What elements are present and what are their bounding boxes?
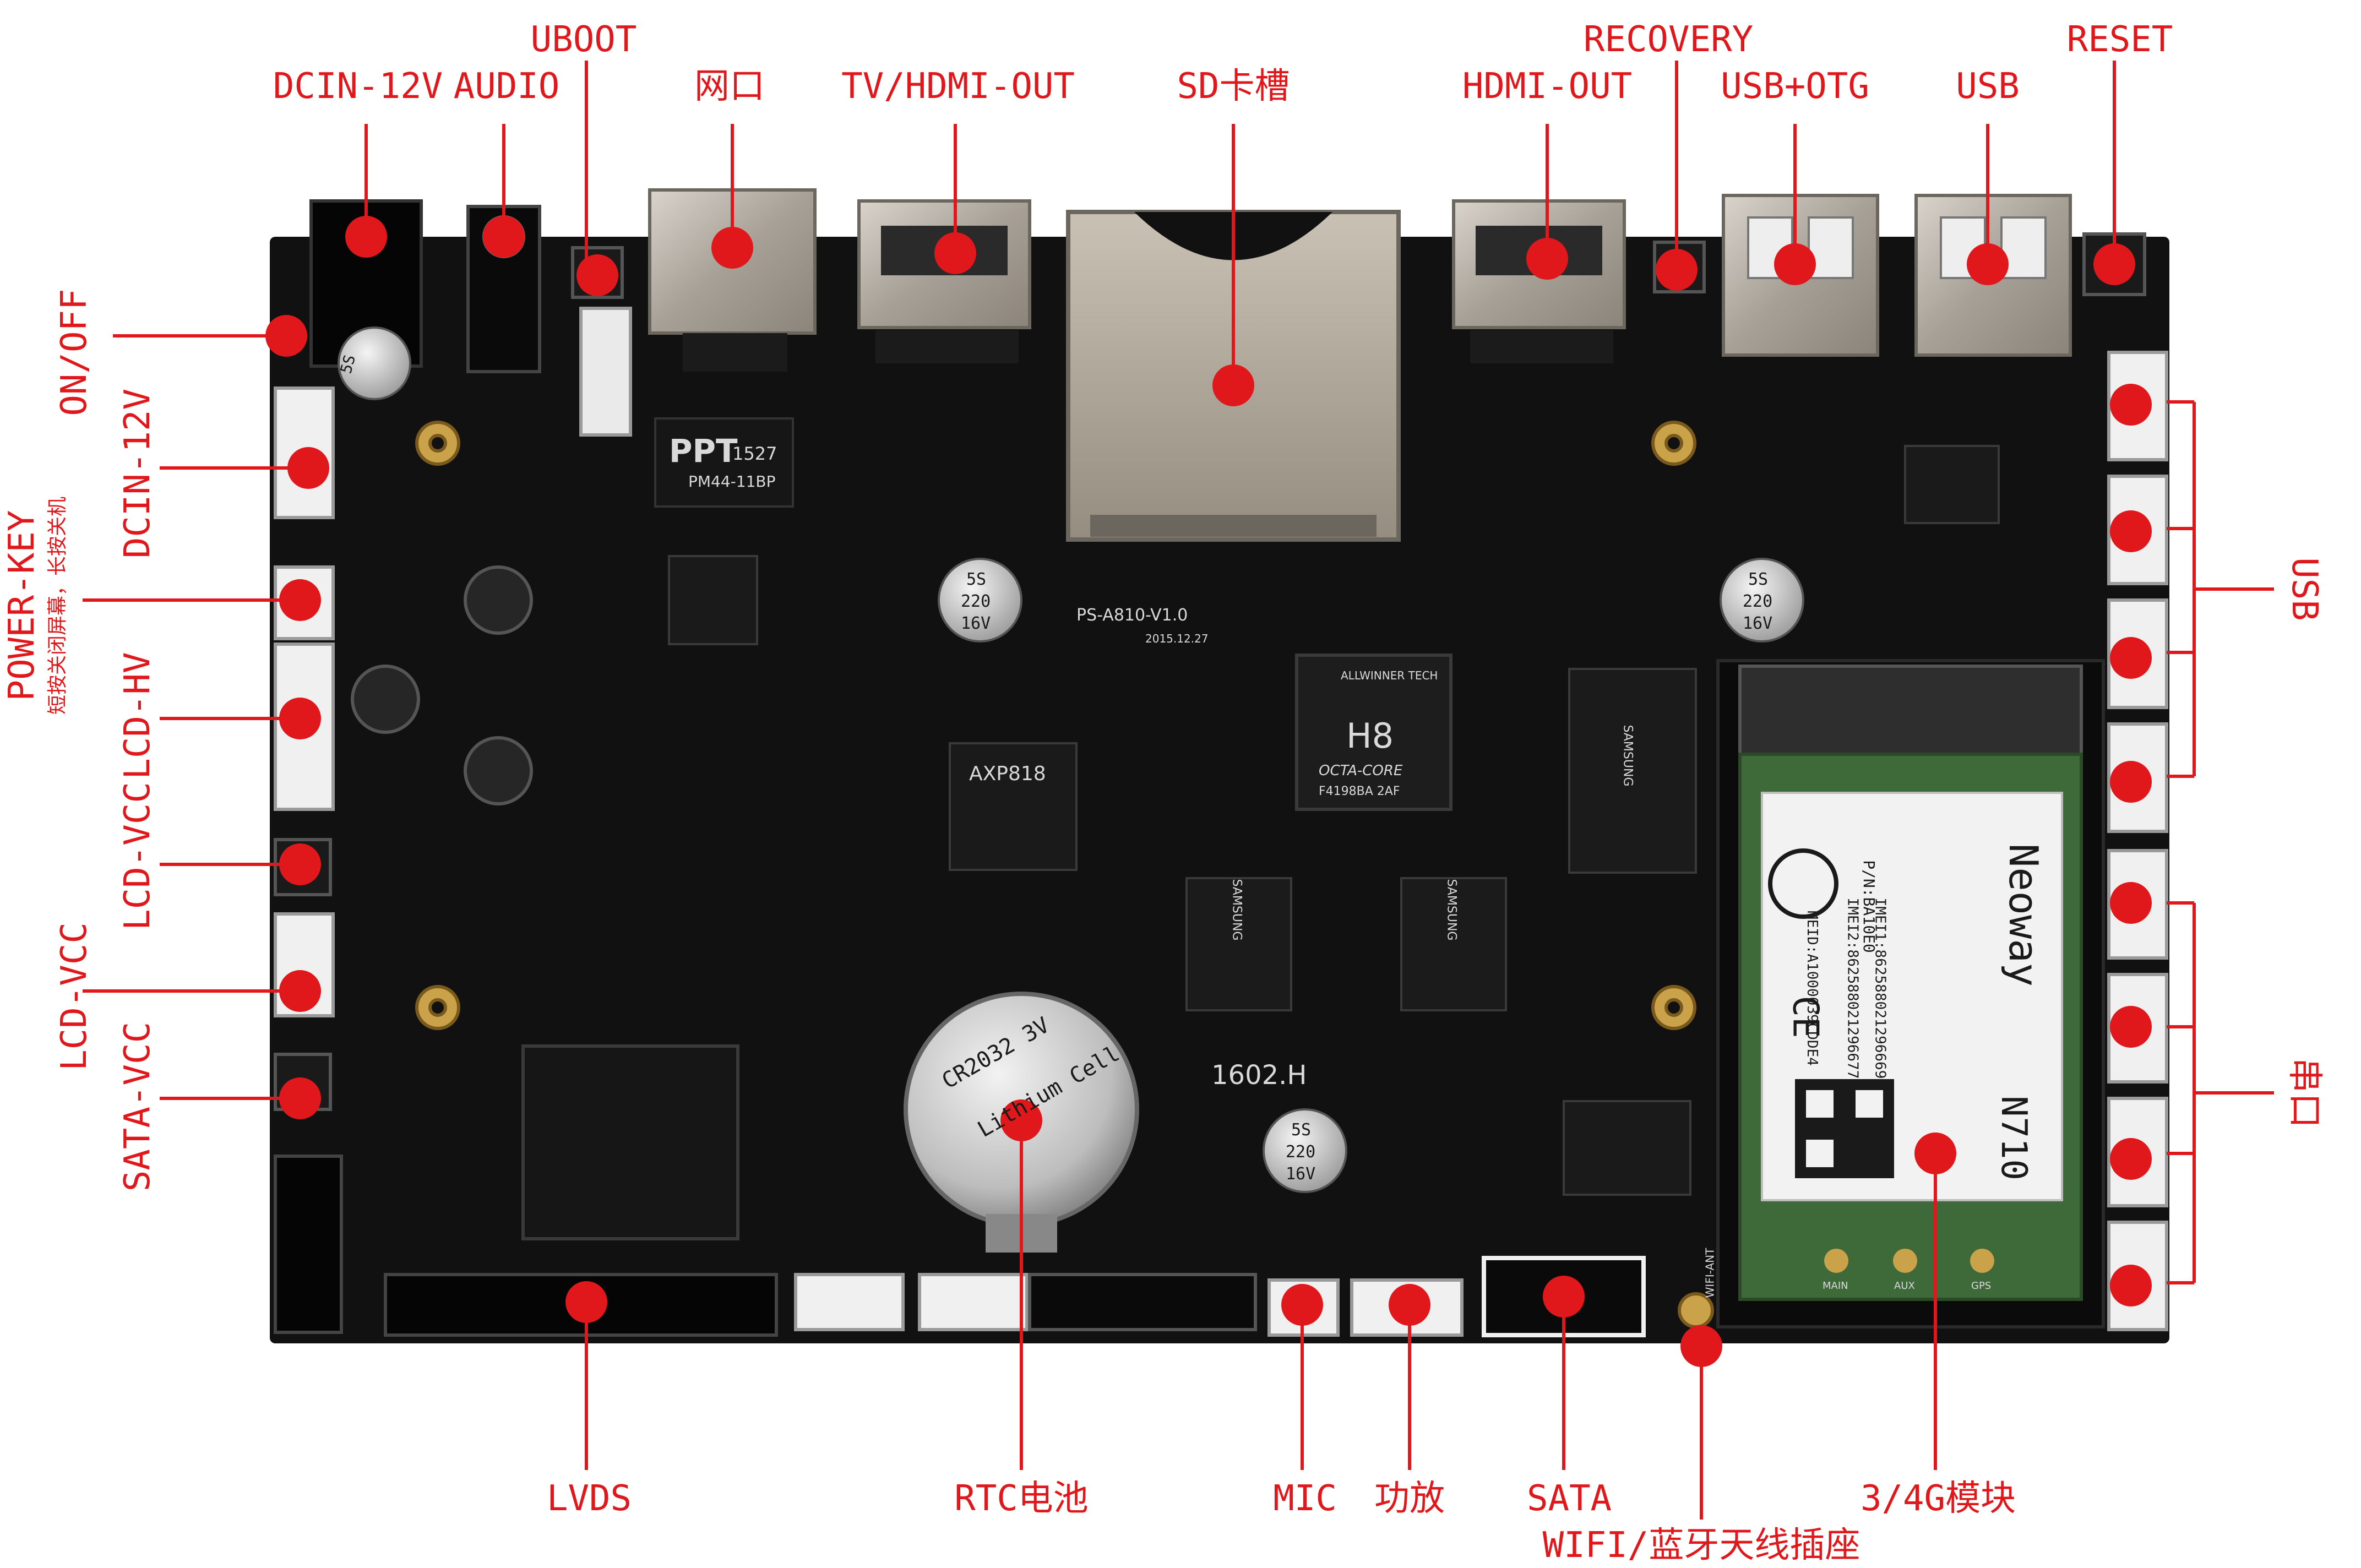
mark-1602: 1602.H (1211, 1060, 1307, 1091)
capacitor-2 (938, 558, 1022, 643)
capacitor-4-c: 16V (1286, 1164, 1316, 1184)
ppt-number: 1527 (732, 443, 777, 464)
capacitor-4-b: 220 (1286, 1142, 1316, 1162)
module-model: N710 (1993, 1095, 2034, 1181)
module-brand: Neoway (2000, 843, 2047, 987)
ram-2-brand: SAMSUNG (1444, 879, 1459, 941)
capacitor-3 (1720, 558, 1804, 643)
board-model: PS-A810-V1.0 (1076, 606, 1188, 625)
label-dcin-top: DCIN-12V (273, 66, 443, 107)
label-recovery: RECOVERY (1583, 19, 1754, 60)
capacitor-2-c: 16V (961, 614, 991, 633)
capacitor-4 (1263, 1108, 1347, 1193)
capacitor-2-b: 220 (961, 592, 991, 611)
label-mic: MIC (1273, 1478, 1337, 1519)
antenna-socket (1678, 1292, 1714, 1329)
soc-code: F4198BA 2AF (1319, 785, 1400, 798)
ppt-sub: PM44-11BP (688, 472, 776, 491)
label-usb-otg: USB+OTG (1721, 66, 1869, 107)
label-wifi-bt-antenna: WIFI/蓝牙天线插座 (1542, 1525, 1860, 1566)
label-lcd-vcc-upper: LCD-VCC (117, 782, 158, 930)
label-uboot: UBOOT (530, 19, 637, 60)
soc-chip (1295, 654, 1452, 811)
label-sata-vcc: SATA-VCC (117, 1021, 158, 1192)
module-imei2: IMEI2:862588021296677 (1844, 897, 1861, 1079)
lvds-controller-chip (521, 1044, 739, 1240)
capacitor-3-c: 16V (1743, 614, 1773, 633)
module-aux: AUX (1894, 1280, 1915, 1292)
emmc-brand: SAMSUNG (1620, 725, 1635, 787)
module-main: MAIN (1823, 1280, 1848, 1292)
pcb-board (270, 237, 2169, 1343)
module-gps: GPS (1971, 1280, 1992, 1292)
label-dcin-side: DCIN-12V (117, 388, 158, 559)
label-lcd-vcc-lower: LCD-VCC (54, 922, 95, 1071)
label-usb-top: USB (1956, 66, 2020, 107)
label-rtc-battery: RTC电池 (954, 1478, 1089, 1519)
label-lcd-hv: LCD-HV (117, 652, 158, 780)
ram-1-brand: SAMSUNG (1230, 879, 1244, 941)
bracket-lines (2167, 400, 2274, 1284)
module-ce: CE (1785, 995, 1826, 1038)
capacitor-3-a: 5S (1748, 570, 1769, 589)
capacitor-2-a: 5S (966, 570, 987, 589)
red-markers (265, 216, 2152, 1367)
label-on-off: ON/OFF (54, 288, 95, 416)
mounting-holes (415, 421, 1696, 1030)
label-tv-hdmi-out: TV/HDMI-OUT (841, 66, 1075, 107)
label-usb-right: USB (2284, 557, 2325, 621)
label-power-key-note: 短按关闭屏幕，长按关机 (46, 496, 69, 715)
label-reset: RESET (2066, 19, 2173, 60)
soc-name: H8 (1346, 716, 1394, 756)
board-date: 2015.12.27 (1145, 632, 1209, 645)
label-audio: AUDIO (453, 66, 560, 107)
label-serial: 串口 (2284, 1058, 2325, 1128)
label-ethernet: 网口 (694, 66, 765, 107)
ppt-text: PPT (669, 432, 738, 470)
label-hdmi-out: HDMI-OUT (1462, 66, 1633, 107)
capacitor-1 (338, 326, 411, 400)
label-sd-slot: SD卡槽 (1177, 66, 1290, 107)
leader-lines (83, 61, 2116, 1520)
pmic-text: AXP818 (969, 763, 1046, 785)
label-3g4g-module: 3/4G模块 (1860, 1478, 2016, 1519)
label-sata: SATA (1526, 1478, 1612, 1519)
label-lvds: LVDS (546, 1478, 632, 1519)
capacitor-4-a: 5S (1291, 1120, 1312, 1140)
pmic-chip (949, 742, 1078, 871)
module-pn: P/N:BA10E0 (1859, 860, 1878, 953)
label-amplifier: 功放 (1374, 1478, 1445, 1519)
capacitor-3-b: 220 (1743, 592, 1773, 611)
soc-sub: OCTA-CORE (1319, 763, 1403, 779)
module-meid: MEID:A1000039CDDE4 (1803, 911, 1820, 1066)
wifi-ant-text: WIFI-ANT (1703, 1248, 1717, 1298)
label-power-key: POWER-KEY (2, 510, 42, 701)
gpio-header (274, 1155, 343, 1334)
soc-brand: ALLWINNER TECH (1341, 669, 1438, 682)
